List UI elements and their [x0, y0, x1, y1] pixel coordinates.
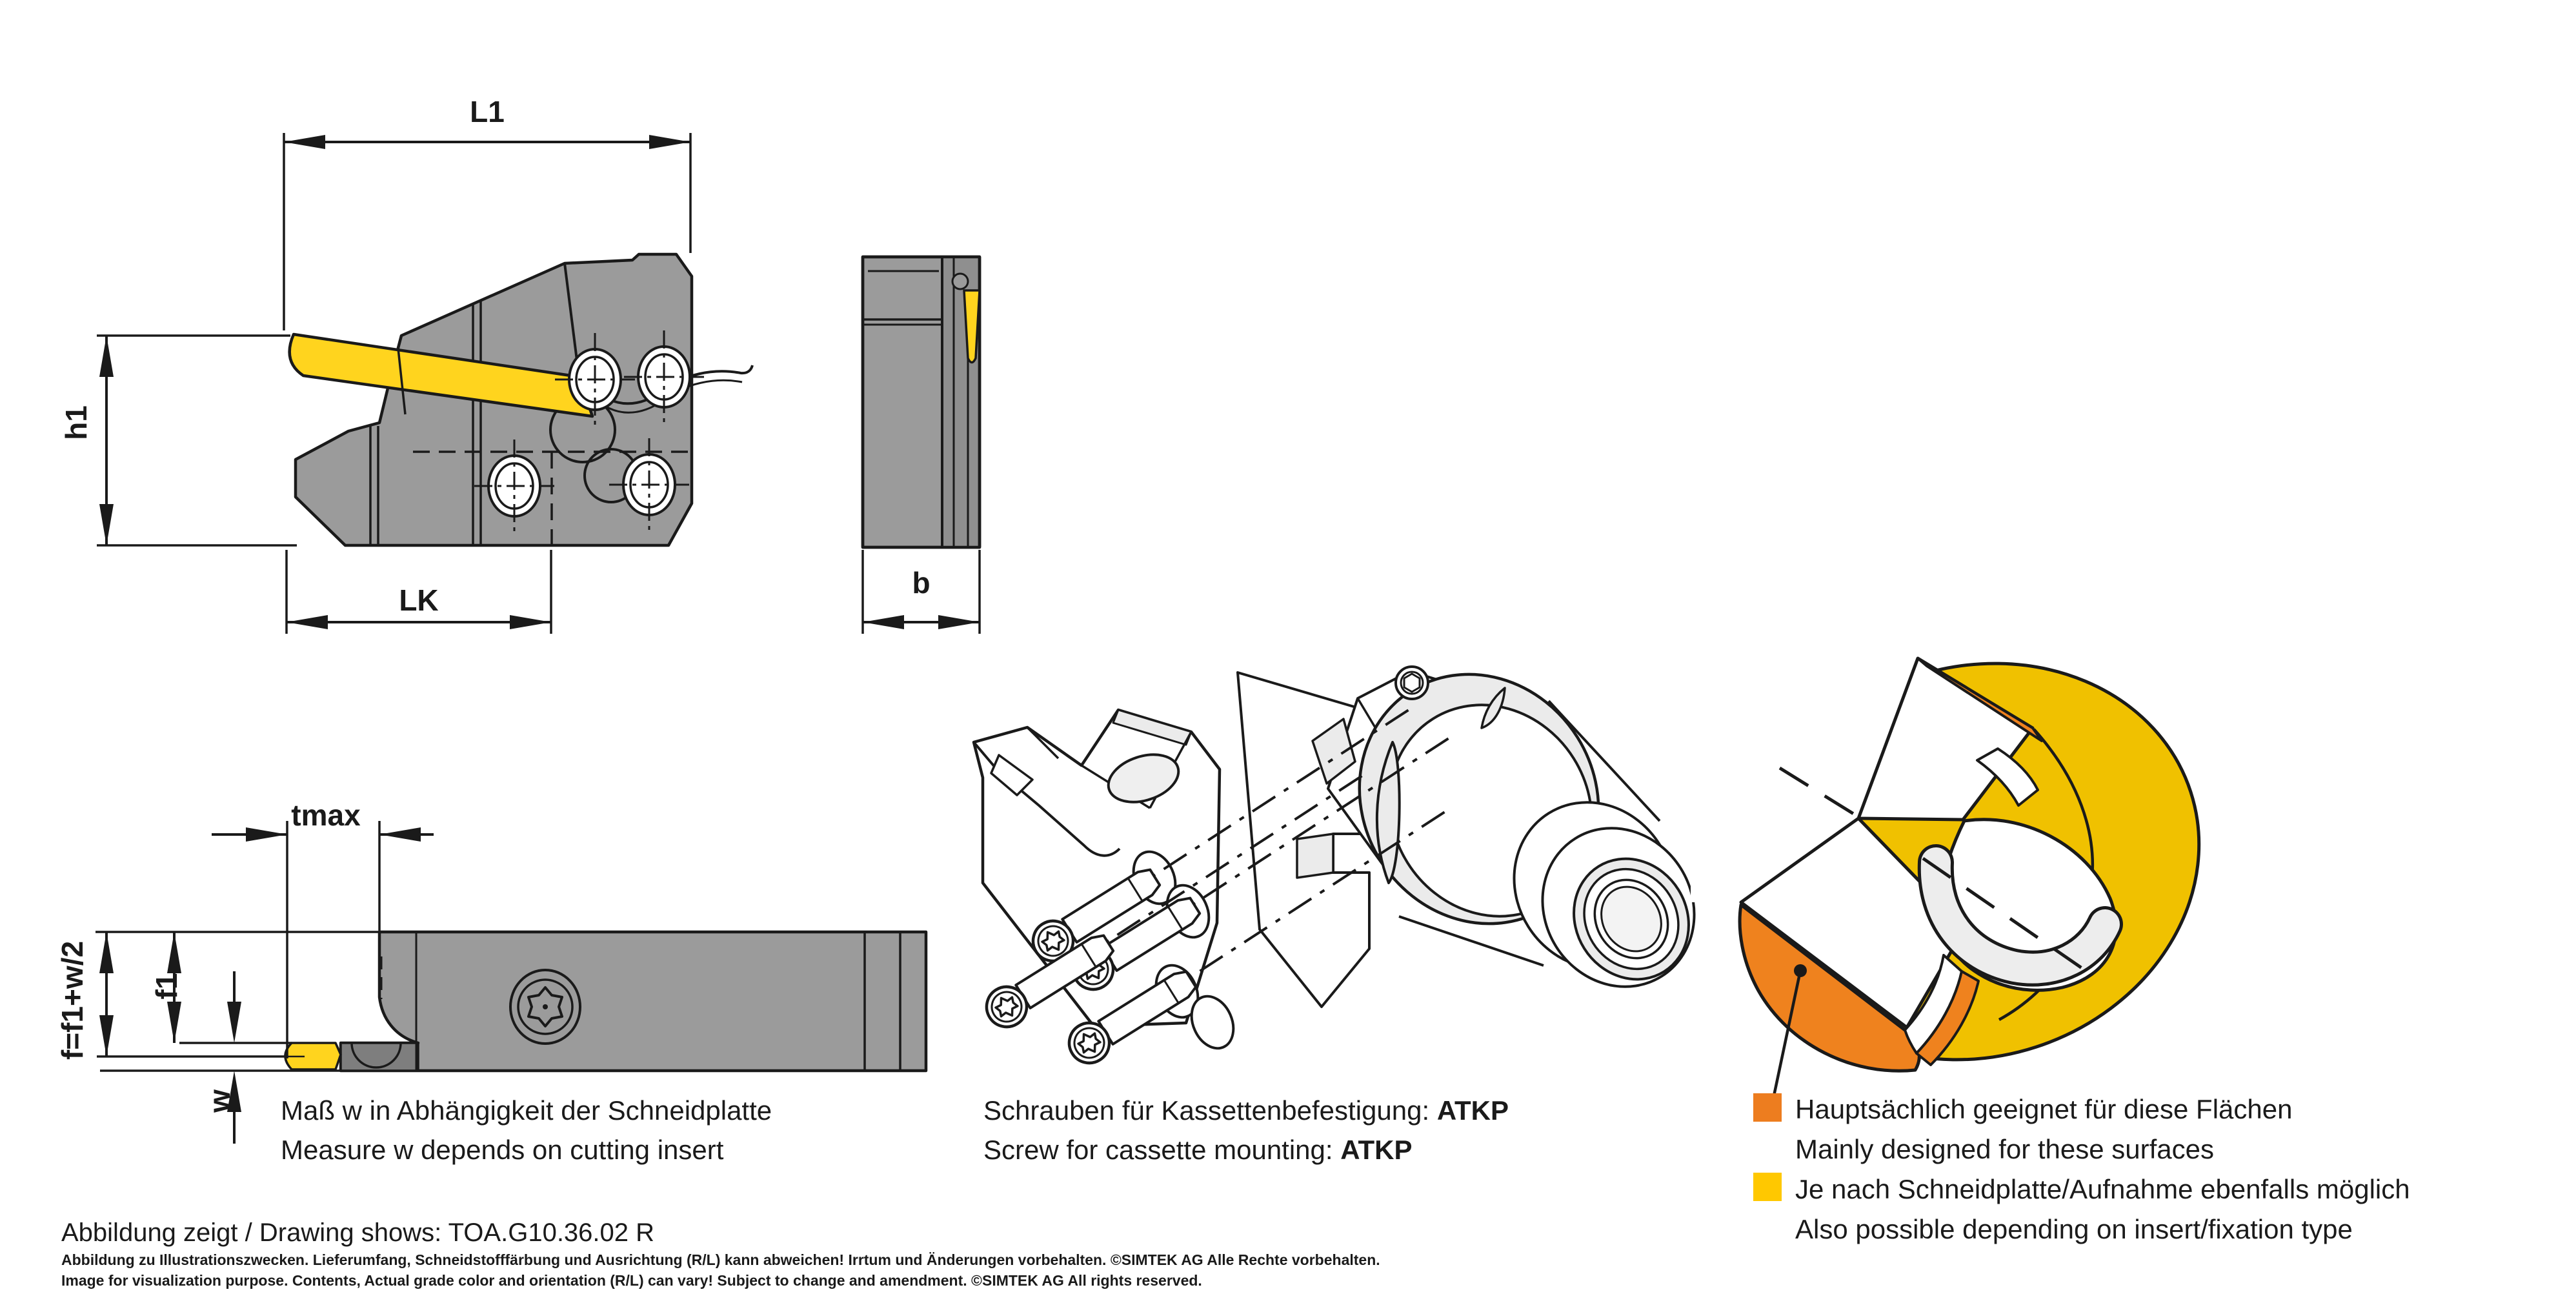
assembly-illustration	[972, 665, 1696, 1065]
dimension-h1	[97, 334, 297, 547]
legend-swatch-orange	[1753, 1093, 1782, 1122]
front-view-drawing	[97, 133, 754, 634]
dimension-f	[96, 931, 379, 1058]
dimension-f1	[167, 932, 292, 1044]
dim-label-lk: LK	[399, 583, 439, 617]
dimension-tmax	[212, 821, 434, 1058]
dim-label-tmax: tmax	[291, 798, 361, 832]
dim-label-f1: f1	[150, 973, 183, 1000]
legend-leader-line	[1770, 970, 1802, 1106]
insert-note: Maß w in Abhängigkeit der Schneidplatte …	[281, 1091, 772, 1169]
disclaimer-de: Abbildung zu Illustrationszwecken. Liefe…	[61, 1251, 1380, 1268]
atkp-screws	[985, 868, 1202, 1065]
dimension-l1	[283, 133, 692, 330]
screw-note: Schrauben für Kassettenbefestigung: ATKP…	[983, 1091, 1509, 1169]
side-view-drawing	[861, 255, 981, 634]
dim-label-w: w	[203, 1089, 236, 1113]
drawing-shows-line: Abbildung zeigt / Drawing shows: TOA.G10…	[61, 1218, 655, 1247]
insert-note-de: Maß w in Abhängigkeit der Schneidplatte	[281, 1095, 772, 1126]
surface-ring-diagram	[1691, 632, 2201, 1106]
dimension-b	[861, 550, 981, 634]
dim-label-l1: L1	[470, 95, 505, 128]
screw-note-de: Schrauben für Kassettenbefestigung: ATKP	[983, 1095, 1509, 1126]
section-view-drawing	[96, 821, 928, 1144]
dim-label-f: f=f1+w/2	[55, 940, 89, 1060]
insert-note-en: Measure w depends on cutting insert	[281, 1135, 724, 1165]
screw-note-en: Screw for cassette mounting: ATKP	[983, 1135, 1413, 1165]
legend-item-mainly: Hauptsächlich geeignet für diese Flächen…	[1795, 1094, 2293, 1164]
leader-dot	[1794, 964, 1807, 977]
dim-label-h1: h1	[59, 405, 93, 440]
legend-swatch-yellow	[1753, 1173, 1782, 1201]
dimension-lk	[285, 550, 552, 634]
dimension-w	[100, 971, 341, 1144]
disclaimer-en: Image for visualization purpose. Content…	[61, 1272, 1202, 1289]
legend-item-possible: Je nach Schneidplatte/Aufnahme ebenfalls…	[1795, 1174, 2410, 1244]
dim-label-b: b	[912, 566, 931, 600]
